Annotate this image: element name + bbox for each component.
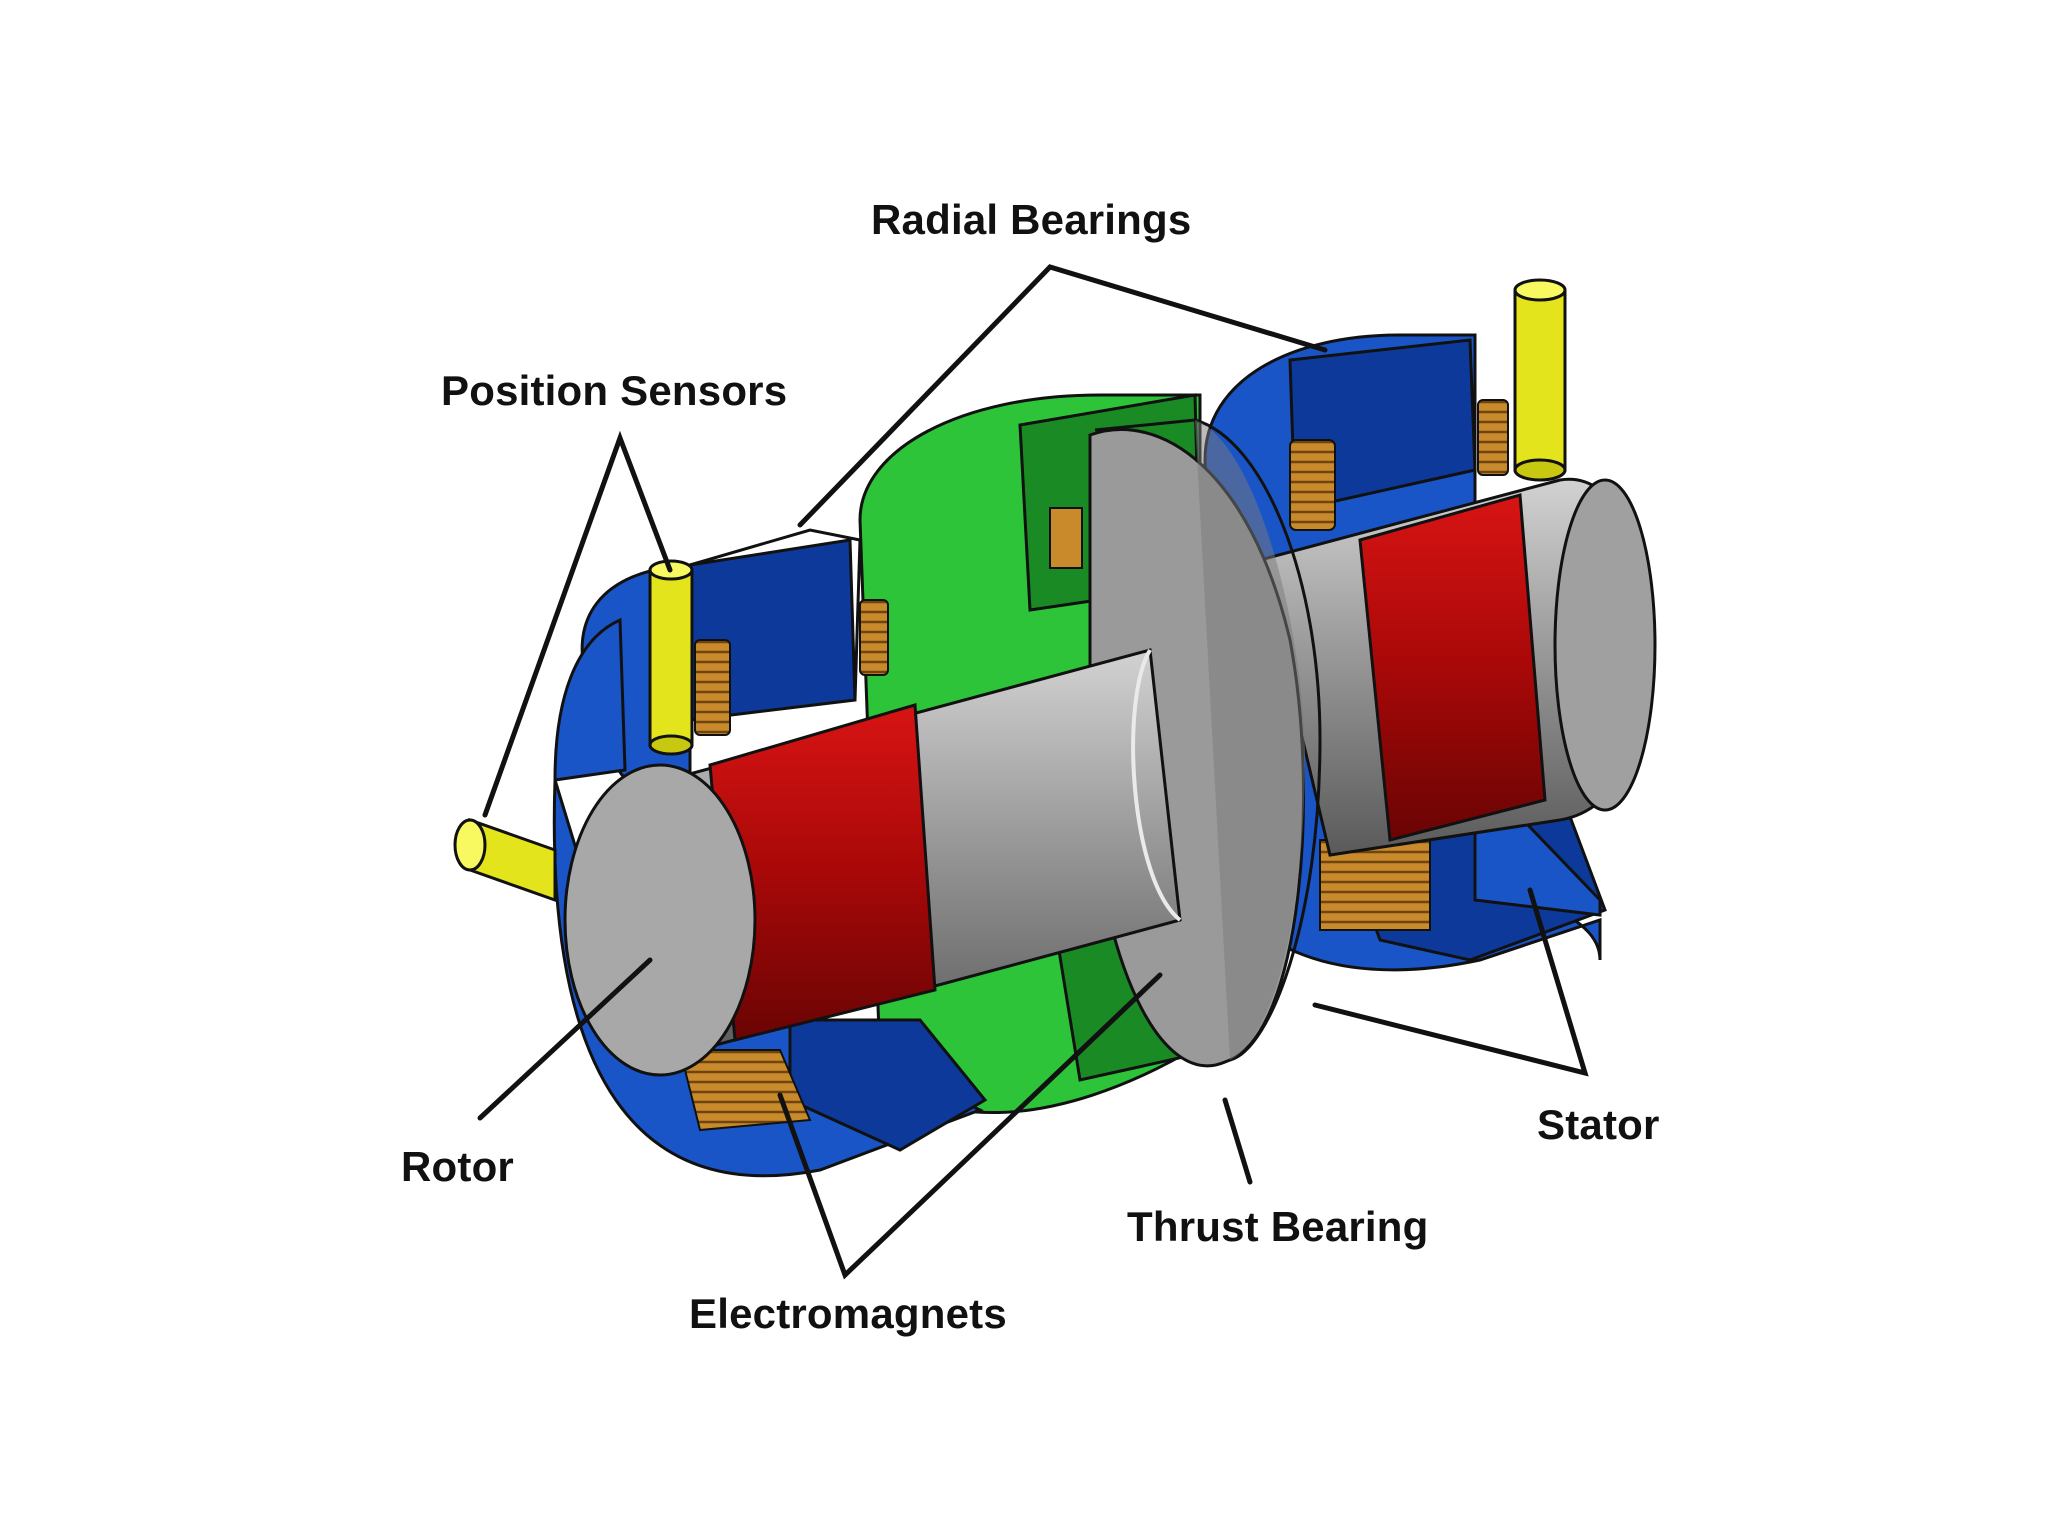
- rotor-leader: [477, 957, 653, 1121]
- stator-leader: [1312, 887, 1589, 1077]
- right-electromagnet-coils: [1289, 399, 1509, 931]
- thrust-bearing-label: Thrust Bearing: [1127, 1203, 1429, 1250]
- position-sensors-label: Position Sensors: [441, 367, 788, 414]
- leader-lines: [477, 264, 1589, 1280]
- radial-bearings-label: Radial Bearings: [871, 196, 1192, 243]
- right-rotor-section: [1258, 477, 1657, 857]
- radial-bearings-leader: [797, 264, 1328, 528]
- rotor-label: Rotor: [401, 1143, 514, 1190]
- left-electromagnet-coils: [678, 599, 889, 1132]
- right-position-sensor-icon: [1513, 278, 1567, 482]
- stator-label: Stator: [1537, 1101, 1660, 1148]
- electromagnets-leader: [777, 972, 1163, 1280]
- thrust-bearing-leader: [1222, 1097, 1253, 1185]
- position-sensors-leader: [482, 430, 673, 818]
- electromagnets-label: Electromagnets: [689, 1290, 1007, 1337]
- left-rotor-section: [563, 648, 1182, 1077]
- left-position-sensors-icon: [453, 559, 694, 903]
